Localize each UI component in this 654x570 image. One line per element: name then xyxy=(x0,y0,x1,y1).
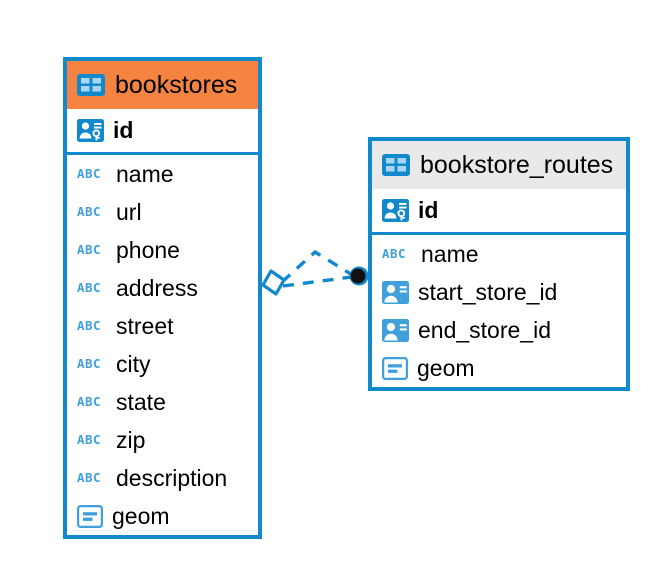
field-label-phone: phone xyxy=(116,236,180,263)
abc-text-icon: ABC xyxy=(77,241,102,257)
geometry-icon xyxy=(382,356,408,380)
abc-text-icon: ABC xyxy=(77,355,102,371)
field-label-street: street xyxy=(116,312,174,339)
primary-key-icon xyxy=(382,199,409,222)
abc-text-icon: ABC xyxy=(77,165,102,181)
field-row-geom[interactable]: geom xyxy=(67,497,258,535)
abc-text-icon: ABC xyxy=(77,393,102,409)
field-row-end-store-id[interactable]: end_store_id xyxy=(372,311,626,349)
field-label-state: state xyxy=(116,388,166,415)
entity-title-bookstores: bookstores xyxy=(115,70,238,99)
field-row-street[interactable]: ABC street xyxy=(67,307,258,345)
field-row-name[interactable]: ABC name xyxy=(67,155,258,193)
field-label-start-store-id: start_store_id xyxy=(418,278,558,305)
field-row-city[interactable]: ABC city xyxy=(67,345,258,383)
field-label-city: city xyxy=(116,350,151,377)
foreign-key-icon xyxy=(382,318,409,342)
entity-title-bookstore-routes: bookstore_routes xyxy=(420,150,614,179)
primary-key-icon xyxy=(77,119,104,142)
entity-header-bookstore-routes[interactable]: bookstore_routes xyxy=(372,141,626,189)
abc-text-icon: ABC xyxy=(77,469,102,485)
field-list-bookstore-routes: id ABC name start_store_id xyxy=(372,189,626,387)
field-row-phone[interactable]: ABC phone xyxy=(67,231,258,269)
entity-header-bookstores[interactable]: bookstores xyxy=(67,61,258,109)
field-row-state[interactable]: ABC state xyxy=(67,383,258,421)
field-row-geom[interactable]: geom xyxy=(372,349,626,387)
field-row-address[interactable]: ABC address xyxy=(67,269,258,307)
geometry-icon xyxy=(77,504,103,528)
field-row-start-store-id[interactable]: start_store_id xyxy=(372,273,626,311)
abc-text-icon: ABC xyxy=(382,245,407,261)
field-label-zip: zip xyxy=(116,426,146,453)
field-row-id[interactable]: id xyxy=(67,109,258,155)
field-label-name: name xyxy=(421,240,479,267)
table-icon xyxy=(77,74,105,96)
field-label-description: description xyxy=(116,464,228,491)
field-row-description[interactable]: ABC description xyxy=(67,459,258,497)
field-label-address: address xyxy=(116,274,198,301)
relationship-edge-upper xyxy=(280,250,355,284)
field-row-zip[interactable]: ABC zip xyxy=(67,421,258,459)
field-label-url: url xyxy=(116,198,142,225)
abc-text-icon: ABC xyxy=(77,203,102,219)
field-row-id[interactable]: id xyxy=(372,189,626,235)
field-label-geom: geom xyxy=(112,502,170,529)
diamond-marker xyxy=(261,269,286,296)
field-row-name[interactable]: ABC name xyxy=(372,235,626,273)
abc-text-icon: ABC xyxy=(77,317,102,333)
entity-table-bookstores[interactable]: bookstores id xyxy=(63,57,262,539)
foreign-key-icon xyxy=(382,280,409,304)
table-icon xyxy=(382,154,410,176)
field-list-bookstores: id ABC name ABC url ABC phone ABC addres… xyxy=(67,109,258,535)
entity-table-bookstore-routes[interactable]: bookstore_routes id xyxy=(368,137,630,391)
abc-text-icon: ABC xyxy=(77,279,102,295)
field-row-url[interactable]: ABC url xyxy=(67,193,258,231)
relationship-edge-lower xyxy=(282,275,353,288)
field-label-id: id xyxy=(113,117,134,143)
field-label-end-store-id: end_store_id xyxy=(418,316,551,343)
filled-circle-marker xyxy=(349,266,369,286)
field-label-name: name xyxy=(116,160,174,187)
field-label-geom: geom xyxy=(417,354,475,381)
abc-text-icon: ABC xyxy=(77,431,102,447)
field-label-id: id xyxy=(418,197,439,223)
